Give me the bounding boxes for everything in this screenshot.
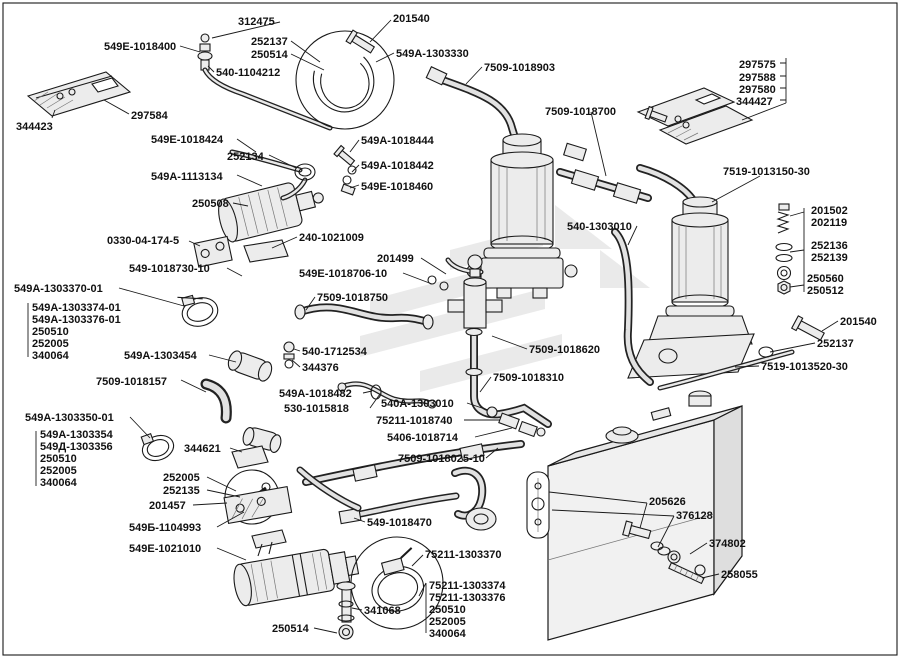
band-clamp-b [140, 432, 175, 462]
pipe-540-1104212 [202, 67, 333, 131]
leader-lines [51, 19, 839, 634]
hose-pump-feed [296, 466, 362, 512]
hose-7509-1018025-10 [302, 440, 525, 486]
tank-inlet-fittings [486, 406, 546, 438]
pipe-flange [465, 507, 497, 531]
plate-0330 [193, 235, 233, 268]
small-fasteners-mid [229, 144, 357, 201]
mount-bracket-top-left [26, 71, 132, 117]
pump-motor [218, 182, 324, 243]
center-standpipe [465, 327, 552, 428]
hose-549-1018470 [338, 492, 460, 525]
bolt-201540-right [758, 315, 825, 358]
clamp-bolt-icon [345, 29, 376, 54]
s-pipe-thin [283, 341, 437, 409]
mount-bracket-top-right [636, 87, 754, 145]
banjo-fitting [197, 33, 213, 71]
pipe-7509-1018750 [294, 303, 434, 330]
pump-fork-bracket [251, 529, 287, 557]
bolt-stack-341068 [336, 581, 356, 640]
label-brackets [27, 58, 805, 633]
detail-circle-bottom [350, 536, 444, 630]
hose-549a-1303454 [227, 350, 273, 382]
pump-bracket [243, 239, 289, 263]
fuel-pump [233, 548, 360, 607]
pipe-to-tank-right [611, 228, 795, 391]
elbow-7509-1018157 [200, 378, 232, 424]
hose-7509-1018700 [556, 142, 697, 204]
band-clamp-a [177, 294, 219, 327]
fastener-stack-right [775, 203, 793, 295]
filter-canister-2 [627, 196, 755, 379]
detail-circle-top [295, 29, 395, 130]
fuel-tank [526, 390, 743, 641]
fastener-set-bottom-right [622, 520, 705, 585]
valve-assembly [427, 254, 503, 329]
hose-and-bracket-344621 [231, 427, 282, 469]
